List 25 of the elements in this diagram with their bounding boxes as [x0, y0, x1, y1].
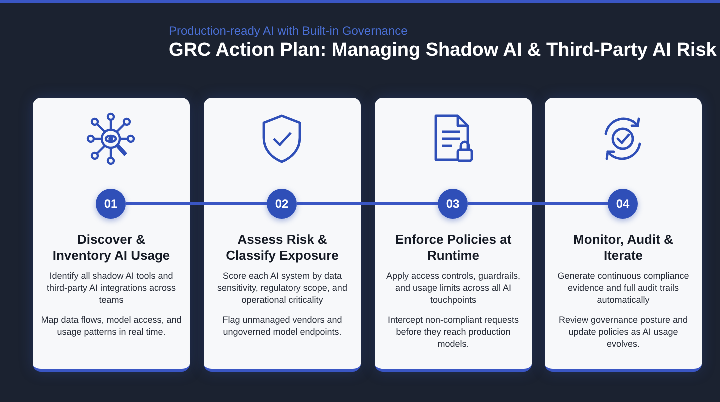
step-description: Review governance posture and update policies as AI usage evolves.: [558, 314, 690, 350]
step-number-badge: 04: [608, 189, 638, 219]
step-description: Map data flows, model access, and usage patterns in real time.: [41, 314, 182, 338]
step-heading: Enforce Policies at Runtime: [394, 232, 513, 264]
connector-line: [468, 202, 608, 206]
step-number-badge: 01: [96, 189, 126, 219]
connector-line: [126, 202, 267, 206]
step-number-badge: 03: [438, 189, 468, 219]
step-description: Identify all shadow AI tools and third-party AI integrations across teams: [46, 270, 178, 306]
step-description: Generate continuous compliance evidence and full audit trails automatically: [556, 270, 690, 306]
step-description: Apply access controls, guardrails, and usage limits across all AI touchpoints: [385, 270, 522, 306]
step-heading: Monitor, Audit & Iterate: [572, 232, 674, 264]
title: GRC Action Plan: Managing Shadow AI & Third-Party AI Risk: [169, 40, 717, 62]
step-card: [545, 98, 702, 372]
step-heading: Discover & Inventory AI Usage: [52, 232, 172, 264]
step-description: Intercept non-compliant requests before they reach production models.: [386, 314, 520, 350]
step-description: Flag unmanaged vendors and ungoverned model endpoints.: [222, 314, 344, 338]
tagline: Production-ready AI with Built-in Governance: [169, 24, 408, 38]
step-heading: Assess Risk & Classify Exposure: [225, 232, 340, 264]
step-number-badge: 02: [267, 189, 297, 219]
step-description: Score each AI system by data sensitivity, regulatory scope, and operational criticality: [216, 270, 348, 306]
step-card: [375, 98, 532, 372]
connector-line: [297, 202, 438, 206]
step-card: [204, 98, 361, 372]
step-card: [33, 98, 190, 372]
